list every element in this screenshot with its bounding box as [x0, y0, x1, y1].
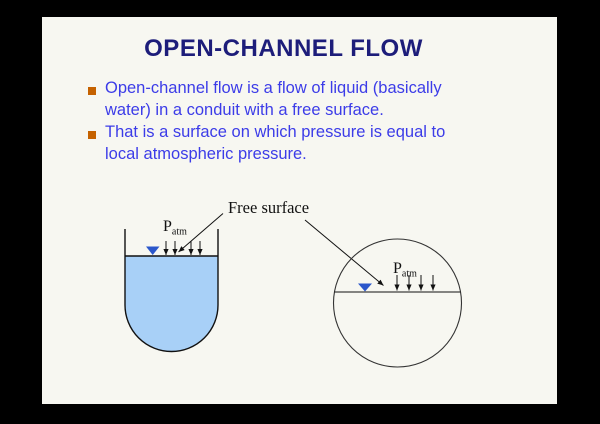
- free-surface-annotation: Free surface: [178, 198, 384, 286]
- water-fill: [125, 256, 218, 352]
- pressure-symbol: P: [393, 260, 402, 277]
- pressure-symbol: P: [163, 218, 172, 235]
- bullet-line: Open-channel flow is a flow of liquid (b…: [105, 79, 442, 97]
- bullet-marker-icon: [88, 131, 96, 139]
- slide-title: OPEN-CHANNEL FLOW: [144, 35, 423, 62]
- bullet-list: Open-channel flow is a flow of liquid (b…: [88, 77, 445, 165]
- open-tank-diagram: Patm: [124, 218, 219, 353]
- bullet-text: That is a surface on which pressure is e…: [105, 121, 445, 165]
- bullet-line: local atmospheric pressure.: [105, 145, 307, 163]
- conduit-circle: [332, 238, 463, 368]
- bullet-text: Open-channel flow is a flow of liquid (b…: [105, 77, 442, 121]
- patm-label: Patm: [163, 218, 187, 238]
- free-surface-label: Free surface: [228, 198, 309, 217]
- slide: OPEN-CHANNEL FLOW Open-channel flow is a…: [42, 17, 557, 404]
- free-surface-leader-left: [178, 213, 224, 253]
- pressure-subscript: atm: [402, 269, 417, 280]
- bullet-item: That is a surface on which pressure is e…: [88, 121, 445, 165]
- free-surface-leader-right: [304, 219, 384, 286]
- circular-conduit-diagram: Patm: [332, 238, 463, 368]
- patm-label: Patm: [393, 260, 417, 280]
- bullet-line: That is a surface on which pressure is e…: [105, 123, 446, 141]
- flow-diagram: Patm Free surface Patm: [124, 198, 463, 368]
- bullet-marker-icon: [88, 87, 96, 95]
- water-level-marker-icon: [358, 283, 372, 292]
- pressure-subscript: atm: [172, 227, 187, 238]
- bullet-line: water) in a conduit with a free surface.: [105, 101, 384, 119]
- bullet-item: Open-channel flow is a flow of liquid (b…: [88, 77, 445, 121]
- tank-outline: [124, 229, 219, 353]
- water-level-marker-icon: [146, 246, 160, 255]
